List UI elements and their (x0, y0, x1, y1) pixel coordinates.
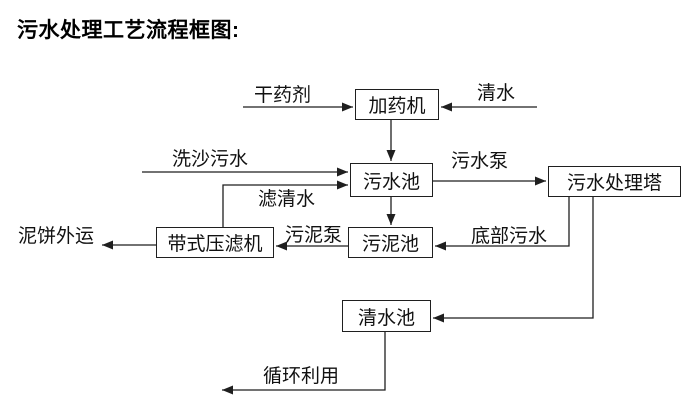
label-mud-cake-transport: 泥饼外运 (18, 226, 95, 247)
arrow-filtered-water-press-to-sewage-pool (222, 180, 348, 227)
node-sewage-pool-label: 污水池 (362, 171, 420, 193)
label-clear-water: 清水 (477, 83, 516, 104)
node-belt-filter-press: 带式压滤机 (156, 227, 274, 258)
label-sewage-pump: 污水泵 (451, 151, 509, 172)
label-sludge-pump: 污泥泵 (285, 225, 343, 246)
node-clear-water-pool: 清水池 (342, 300, 431, 332)
node-treatment-tower: 污水处理塔 (548, 166, 681, 197)
arrow-bottom-sewage-tower-to-sludge-pool (435, 197, 570, 251)
label-recycling: 循环利用 (263, 366, 340, 387)
node-belt-filter-press-label: 带式压滤机 (167, 234, 263, 255)
arrow-clear-water-pool-to-recycling (222, 332, 386, 395)
arrow-tower-to-clear-water-pool (433, 197, 594, 323)
node-treatment-tower-label: 污水处理塔 (566, 173, 662, 194)
node-sewage-pool: 污水池 (350, 163, 433, 197)
node-dosing-machine: 加药机 (355, 89, 439, 120)
node-sludge-pool: 污泥池 (348, 227, 433, 258)
node-dosing-machine-label: 加药机 (368, 96, 426, 117)
page-title: 污水处理工艺流程框图: (17, 19, 240, 42)
label-dry-agent: 干药剂 (254, 85, 312, 106)
node-sludge-pool-label: 污泥池 (361, 234, 419, 255)
label-bottom-sewage: 底部污水 (471, 226, 548, 247)
label-filtered-water: 滤清水 (258, 189, 316, 210)
node-clear-water-pool-label: 清水池 (357, 307, 415, 329)
label-sand-washing-sewage: 洗沙污水 (172, 149, 249, 170)
